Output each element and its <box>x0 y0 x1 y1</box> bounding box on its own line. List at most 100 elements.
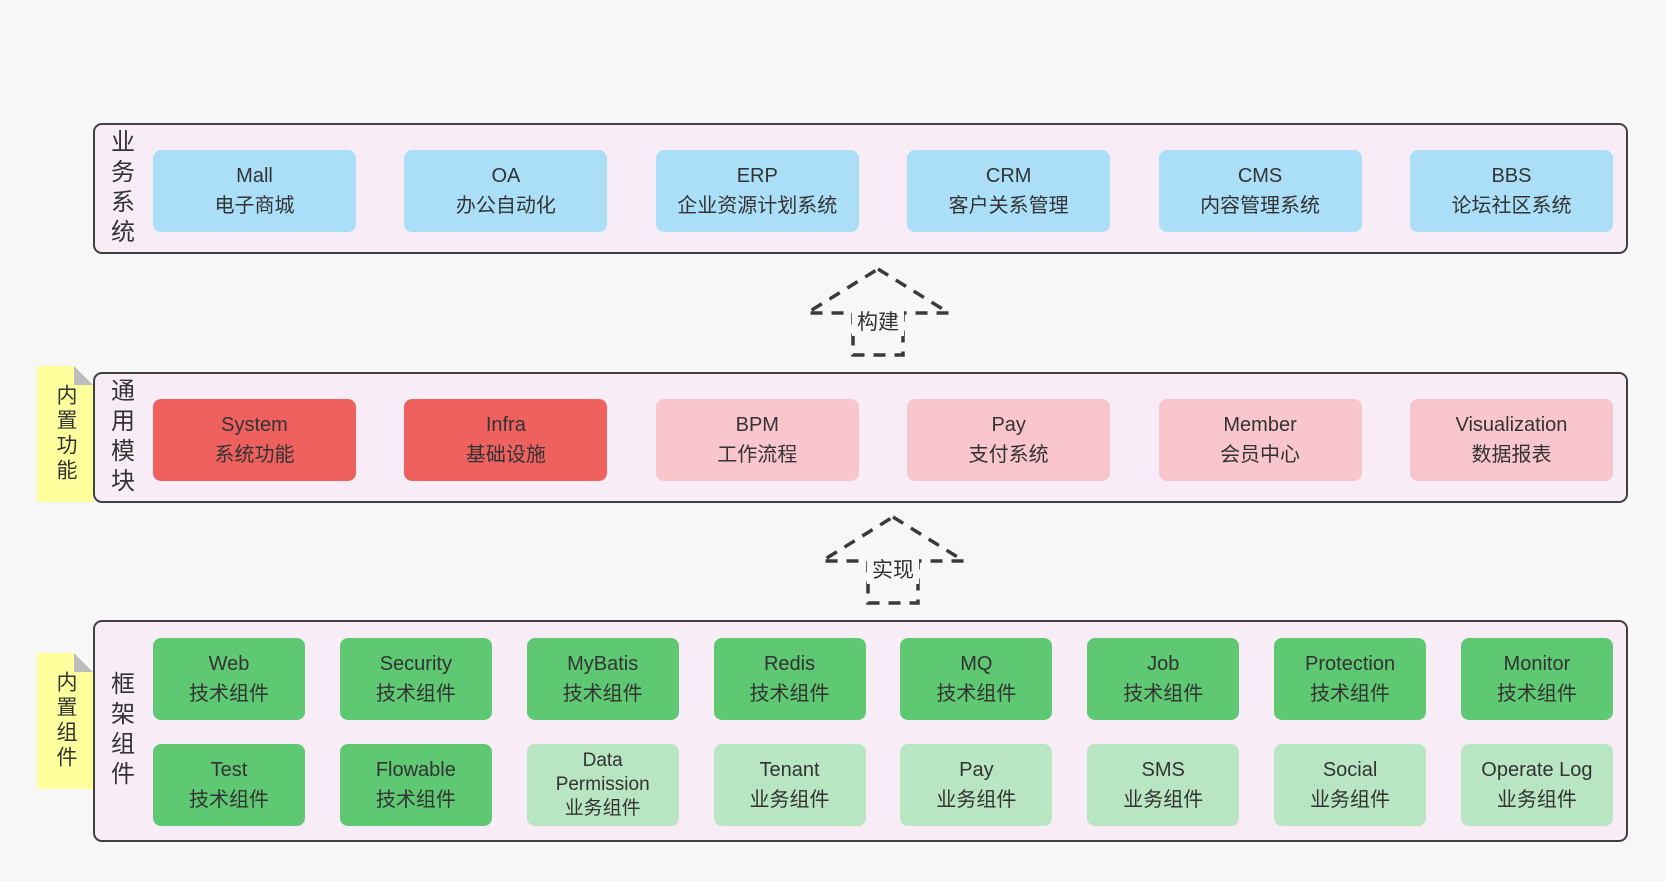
box-subtitle: 技术组件 <box>1310 683 1391 705</box>
box-title: SMS <box>1141 759 1185 781</box>
box-subtitle: 客户关系管理 <box>948 195 1069 217</box>
box-subtitle: 业务组件 <box>749 789 830 811</box>
box-monitor: Monitor 技术组件 <box>1460 638 1613 720</box>
box-subtitle: 工作流程 <box>717 444 798 466</box>
box-title: CRM <box>985 165 1032 187</box>
sticky-fold-icon <box>74 653 93 672</box>
box-subtitle: 基础设施 <box>465 444 546 466</box>
arrow-label: 实现 <box>867 554 919 584</box>
box-subtitle: 数据报表 <box>1471 444 1552 466</box>
box-title: Member <box>1223 414 1297 436</box>
box-title: MyBatis <box>567 653 639 675</box>
business-box-row: Mall 电子商城 OA 办公自动化 ERP 企业资源计划系统 CRM 客户关系… <box>153 150 1613 232</box>
sticky-note-builtin-components: 内置组件 <box>37 653 93 789</box>
sticky-fold-icon <box>74 366 93 385</box>
band-label-text: 通用模块 <box>106 377 134 498</box>
box-subtitle: 技术组件 <box>189 683 269 705</box>
box-subtitle: 内容管理系统 <box>1200 195 1321 217</box>
box-title: Job <box>1147 653 1180 675</box>
box-title: CMS <box>1237 165 1283 187</box>
box-mybatis: MyBatis 技术组件 <box>526 638 679 720</box>
box-title: ERP <box>736 165 778 187</box>
box-erp: ERP 企业资源计划系统 <box>655 150 859 232</box>
box-title: Security <box>379 653 452 675</box>
box-title: Infra <box>485 414 526 436</box>
box-subtitle: 会员中心 <box>1220 444 1301 466</box>
box-subtitle: 技术组件 <box>749 683 830 705</box>
box-protection: Protection 技术组件 <box>1274 638 1427 720</box>
box-web: Web 技术组件 <box>153 638 305 720</box>
box-pay-system: Pay 支付系统 <box>907 399 1111 481</box>
box-subtitle: 技术组件 <box>562 683 643 705</box>
box-title: BPM <box>735 414 779 436</box>
box-subtitle: 技术组件 <box>1123 683 1204 705</box>
dashed-up-arrow-icon <box>803 266 953 357</box>
box-subtitle: 业务组件 <box>936 789 1017 811</box>
arrow-up-build: 构建 <box>803 266 953 358</box>
box-subtitle: 业务组件 <box>1310 789 1391 811</box>
box-title: System <box>221 414 288 436</box>
box-title: Flowable <box>375 759 456 781</box>
module-box-row: System 系统功能 Infra 基础设施 BPM 工作流程 Pay 支付系统… <box>153 399 1613 481</box>
box-title: Pay <box>959 759 994 781</box>
box-subtitle: 技术组件 <box>375 789 456 811</box>
sticky-note-label: 内置功能 <box>54 384 77 484</box>
band-business-systems: 业务系统 Mall 电子商城 OA 办公自动化 ERP 企业资源计划系统 CRM… <box>93 123 1628 254</box>
dashed-up-arrow-icon <box>818 514 968 605</box>
box-title: Visualization <box>1455 414 1568 436</box>
box-title: MQ <box>960 653 993 675</box>
box-job: Job 技术组件 <box>1087 638 1240 720</box>
sticky-note-builtin-features: 内置功能 <box>37 366 93 502</box>
box-bpm: BPM 工作流程 <box>655 399 859 481</box>
box-oa: OA 办公自动化 <box>404 150 608 232</box>
box-social: Social 业务组件 <box>1274 744 1427 826</box>
band-label-text: 框架组件 <box>106 671 134 791</box>
box-mq: MQ 技术组件 <box>900 638 1053 720</box>
box-bbs: BBS 论坛社区系统 <box>1409 150 1613 232</box>
box-system: System 系统功能 <box>153 399 356 481</box>
band-label-modules: 通用模块 <box>101 374 139 501</box>
component-box-row-2: Test 技术组件 Flowable 技术组件 Data Permission … <box>153 744 1613 826</box>
box-cms: CMS 内容管理系统 <box>1158 150 1362 232</box>
box-tenant: Tenant 业务组件 <box>713 744 866 826</box>
box-redis: Redis 技术组件 <box>713 638 866 720</box>
box-title: OA <box>491 165 521 187</box>
sticky-note-label: 内置组件 <box>54 671 77 771</box>
band-framework-components: 框架组件 Web 技术组件 Security 技术组件 MyBatis 技术组件… <box>93 620 1628 842</box>
component-box-row-1: Web 技术组件 Security 技术组件 MyBatis 技术组件 Redi… <box>153 638 1613 720</box>
box-infra: Infra 基础设施 <box>404 399 608 481</box>
box-title: Operate Log <box>1481 759 1593 781</box>
box-subtitle: 技术组件 <box>936 683 1017 705</box>
box-mall: Mall 电子商城 <box>153 150 356 232</box>
band-label-text: 业务系统 <box>106 128 134 249</box>
box-test: Test 技术组件 <box>153 744 305 826</box>
box-sms: SMS 业务组件 <box>1087 744 1240 826</box>
box-subtitle: 业务组件 <box>564 798 641 820</box>
box-crm: CRM 客户关系管理 <box>907 150 1111 232</box>
box-title: BBS <box>1491 165 1532 187</box>
box-subtitle: 办公自动化 <box>455 195 556 217</box>
box-subtitle: 技术组件 <box>189 789 269 811</box>
band-label-business: 业务系统 <box>101 125 139 252</box>
box-title: Mall <box>236 165 273 187</box>
box-subtitle: 支付系统 <box>968 444 1049 466</box>
box-title: Pay <box>991 414 1026 436</box>
box-title: Monitor <box>1503 653 1571 675</box>
box-security: Security 技术组件 <box>339 638 492 720</box>
box-subtitle: 电子商城 <box>214 195 295 217</box>
box-operate-log: Operate Log 业务组件 <box>1460 744 1613 826</box>
box-title: Test <box>210 759 248 781</box>
box-subtitle: 系统功能 <box>214 444 295 466</box>
box-title: Protection <box>1305 653 1396 675</box>
box-flowable: Flowable 技术组件 <box>339 744 492 826</box>
box-subtitle: 企业资源计划系统 <box>677 195 838 217</box>
box-subtitle: 业务组件 <box>1123 789 1204 811</box>
box-title: Redis <box>763 653 816 675</box>
box-data-permission: Data Permission 业务组件 <box>526 744 679 826</box>
box-subtitle: 技术组件 <box>375 683 456 705</box>
arrow-up-implement: 实现 <box>818 514 968 606</box>
box-title: Web <box>208 653 250 675</box>
band-label-components: 框架组件 <box>101 622 139 840</box>
band-common-modules: 通用模块 System 系统功能 Infra 基础设施 BPM 工作流程 Pay… <box>93 372 1628 503</box>
